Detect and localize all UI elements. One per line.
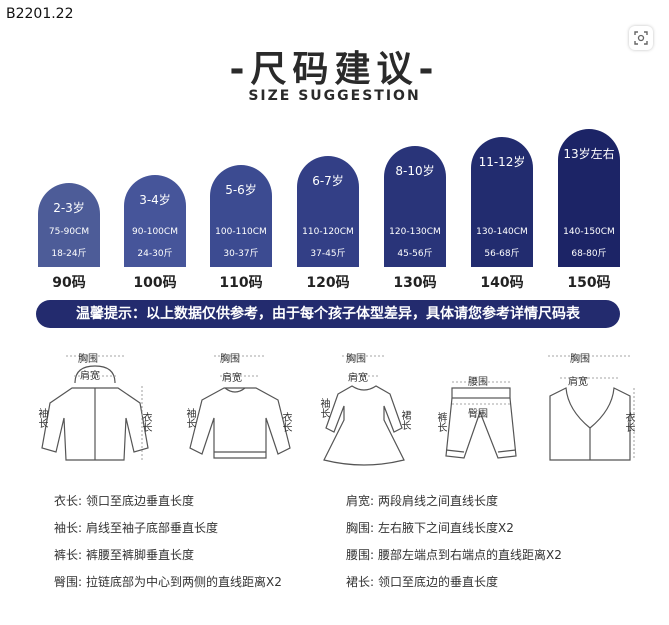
vest-chest-label: 胸围 — [570, 354, 590, 365]
legend-definition: 两段肩线之间直线长度 — [378, 494, 499, 508]
weight-range: 18-24斤 — [51, 249, 87, 259]
height-range: 75-90CM — [48, 227, 90, 237]
size-label: 100码 — [133, 275, 177, 291]
jacket-chest-label: 胸围 — [78, 354, 98, 365]
legend-term: 肩宽: — [346, 494, 375, 508]
jacket-illustration — [41, 355, 149, 461]
sweater-sleeve-label: 袖长 — [184, 408, 195, 428]
weight-range: 45-56斤 — [397, 249, 433, 259]
height-range: 110-120CM — [302, 227, 354, 237]
size-column-120: 6-7岁 110-120CM 37-45斤 — [297, 156, 359, 267]
size-label: 120码 — [306, 275, 350, 291]
age-label: 11-12岁 — [478, 155, 526, 169]
size-column-140: 11-12岁 130-140CM 56-68斤 — [471, 137, 533, 267]
legend-item: 袖长:肩线至袖子底部垂直长度 — [54, 519, 218, 536]
legend-item: 裤长:裤腰至裤脚垂直长度 — [54, 546, 194, 563]
legend-term: 胸围: — [346, 521, 375, 535]
product-code: B2201.22 — [6, 6, 74, 22]
legend-definition: 拉链底部为中心到两侧的直线距离X2 — [86, 575, 282, 589]
pants-inseam-label: 裤长 — [435, 412, 446, 432]
legend-item: 肩宽:两段肩线之间直线长度 — [346, 492, 498, 509]
notice-banner: 温馨提示：以上数据仅供参考，由于每个孩子体型差异，具体请您参考详情尺码表 — [36, 300, 620, 328]
dress-shoulder-label: 肩宽 — [348, 373, 368, 384]
size-column-100: 3-4岁 90-100CM 24-30斤 — [124, 175, 186, 267]
pants-waist-label: 腰围 — [468, 377, 488, 388]
page-title: -尺码建议- — [229, 49, 440, 90]
size-column-90: 2-3岁 75-90CM 18-24斤 — [38, 183, 100, 267]
sweater-chest-label: 胸围 — [220, 354, 240, 365]
weight-range: 56-68斤 — [484, 249, 520, 259]
legend-item: 裙长:领口至底边的垂直长度 — [346, 573, 498, 590]
visual-search-button[interactable] — [629, 26, 653, 50]
age-label: 3-4岁 — [139, 193, 171, 207]
legend-term: 裙长: — [346, 575, 375, 589]
height-range: 90-100CM — [132, 227, 178, 237]
height-range: 120-130CM — [389, 227, 441, 237]
size-label: 130码 — [393, 275, 437, 291]
size-column-110: 5-6岁 100-110CM 30-37斤 — [210, 165, 272, 267]
age-label: 8-10岁 — [395, 164, 435, 178]
size-column-150: 13岁左右 140-150CM 68-80斤 — [558, 129, 620, 267]
legend-term: 裤长: — [54, 548, 83, 562]
jacket-length-label: 衣长 — [140, 412, 151, 432]
legend-item: 胸围:左右腋下之间直线长度X2 — [346, 519, 514, 536]
legend-term: 袖长: — [54, 521, 83, 535]
pants-illustration — [445, 381, 517, 459]
sweater-length-label: 衣长 — [280, 412, 291, 432]
height-range: 140-150CM — [563, 227, 615, 237]
weight-range: 24-30斤 — [137, 249, 173, 259]
weight-range: 68-80斤 — [571, 249, 607, 259]
size-label: 110码 — [219, 275, 263, 291]
jacket-shoulder-label: 肩宽 — [80, 371, 100, 382]
legend-term: 臀围: — [54, 575, 83, 589]
dress-illustration — [323, 355, 405, 466]
vest-shoulder-label: 肩宽 — [568, 377, 588, 388]
legend-definition: 领口至底边垂直长度 — [86, 494, 195, 508]
legend-item: 衣长:领口至底边垂直长度 — [54, 492, 194, 509]
sweater-illustration — [189, 355, 291, 459]
legend-term: 衣长: — [54, 494, 83, 508]
legend-definition: 左右腋下之间直线长度X2 — [378, 521, 514, 535]
dress-length-label: 裙长 — [399, 410, 410, 430]
age-label: 2-3岁 — [53, 201, 85, 215]
vest-length-label: 衣长 — [623, 412, 634, 432]
lens-icon — [634, 31, 648, 45]
page-subtitle: SIZE SUGGESTION — [248, 88, 421, 104]
dress-chest-label: 胸围 — [346, 354, 366, 365]
age-label: 6-7岁 — [312, 174, 344, 188]
legend-item: 臀围:拉链底部为中心到两侧的直线距离X2 — [54, 573, 282, 590]
age-label: 13岁左右 — [563, 147, 615, 161]
legend-definition: 领口至底边的垂直长度 — [378, 575, 499, 589]
legend-definition: 肩线至袖子底部垂直长度 — [86, 521, 219, 535]
sweater-shoulder-label: 肩宽 — [222, 373, 242, 384]
size-label: 90码 — [52, 275, 86, 291]
height-range: 130-140CM — [476, 227, 528, 237]
legend-term: 腰围: — [346, 548, 375, 562]
legend-definition: 腰部左端点到右端点的直线距离X2 — [378, 548, 562, 562]
dress-sleeve-label: 袖长 — [318, 398, 329, 418]
size-label: 140码 — [480, 275, 524, 291]
jacket-sleeve-label: 袖长 — [36, 408, 47, 428]
weight-range: 37-45斤 — [310, 249, 346, 259]
height-range: 100-110CM — [215, 227, 267, 237]
age-label: 5-6岁 — [225, 183, 257, 197]
legend-item: 腰围:腰部左端点到右端点的直线距离X2 — [346, 546, 562, 563]
vest-illustration — [548, 355, 635, 461]
weight-range: 30-37斤 — [223, 249, 259, 259]
size-label: 150码 — [567, 275, 611, 291]
pants-hip-label: 臀围 — [468, 409, 488, 420]
size-column-130: 8-10岁 120-130CM 45-56斤 — [384, 146, 446, 267]
legend-definition: 裤腰至裤脚垂直长度 — [86, 548, 195, 562]
